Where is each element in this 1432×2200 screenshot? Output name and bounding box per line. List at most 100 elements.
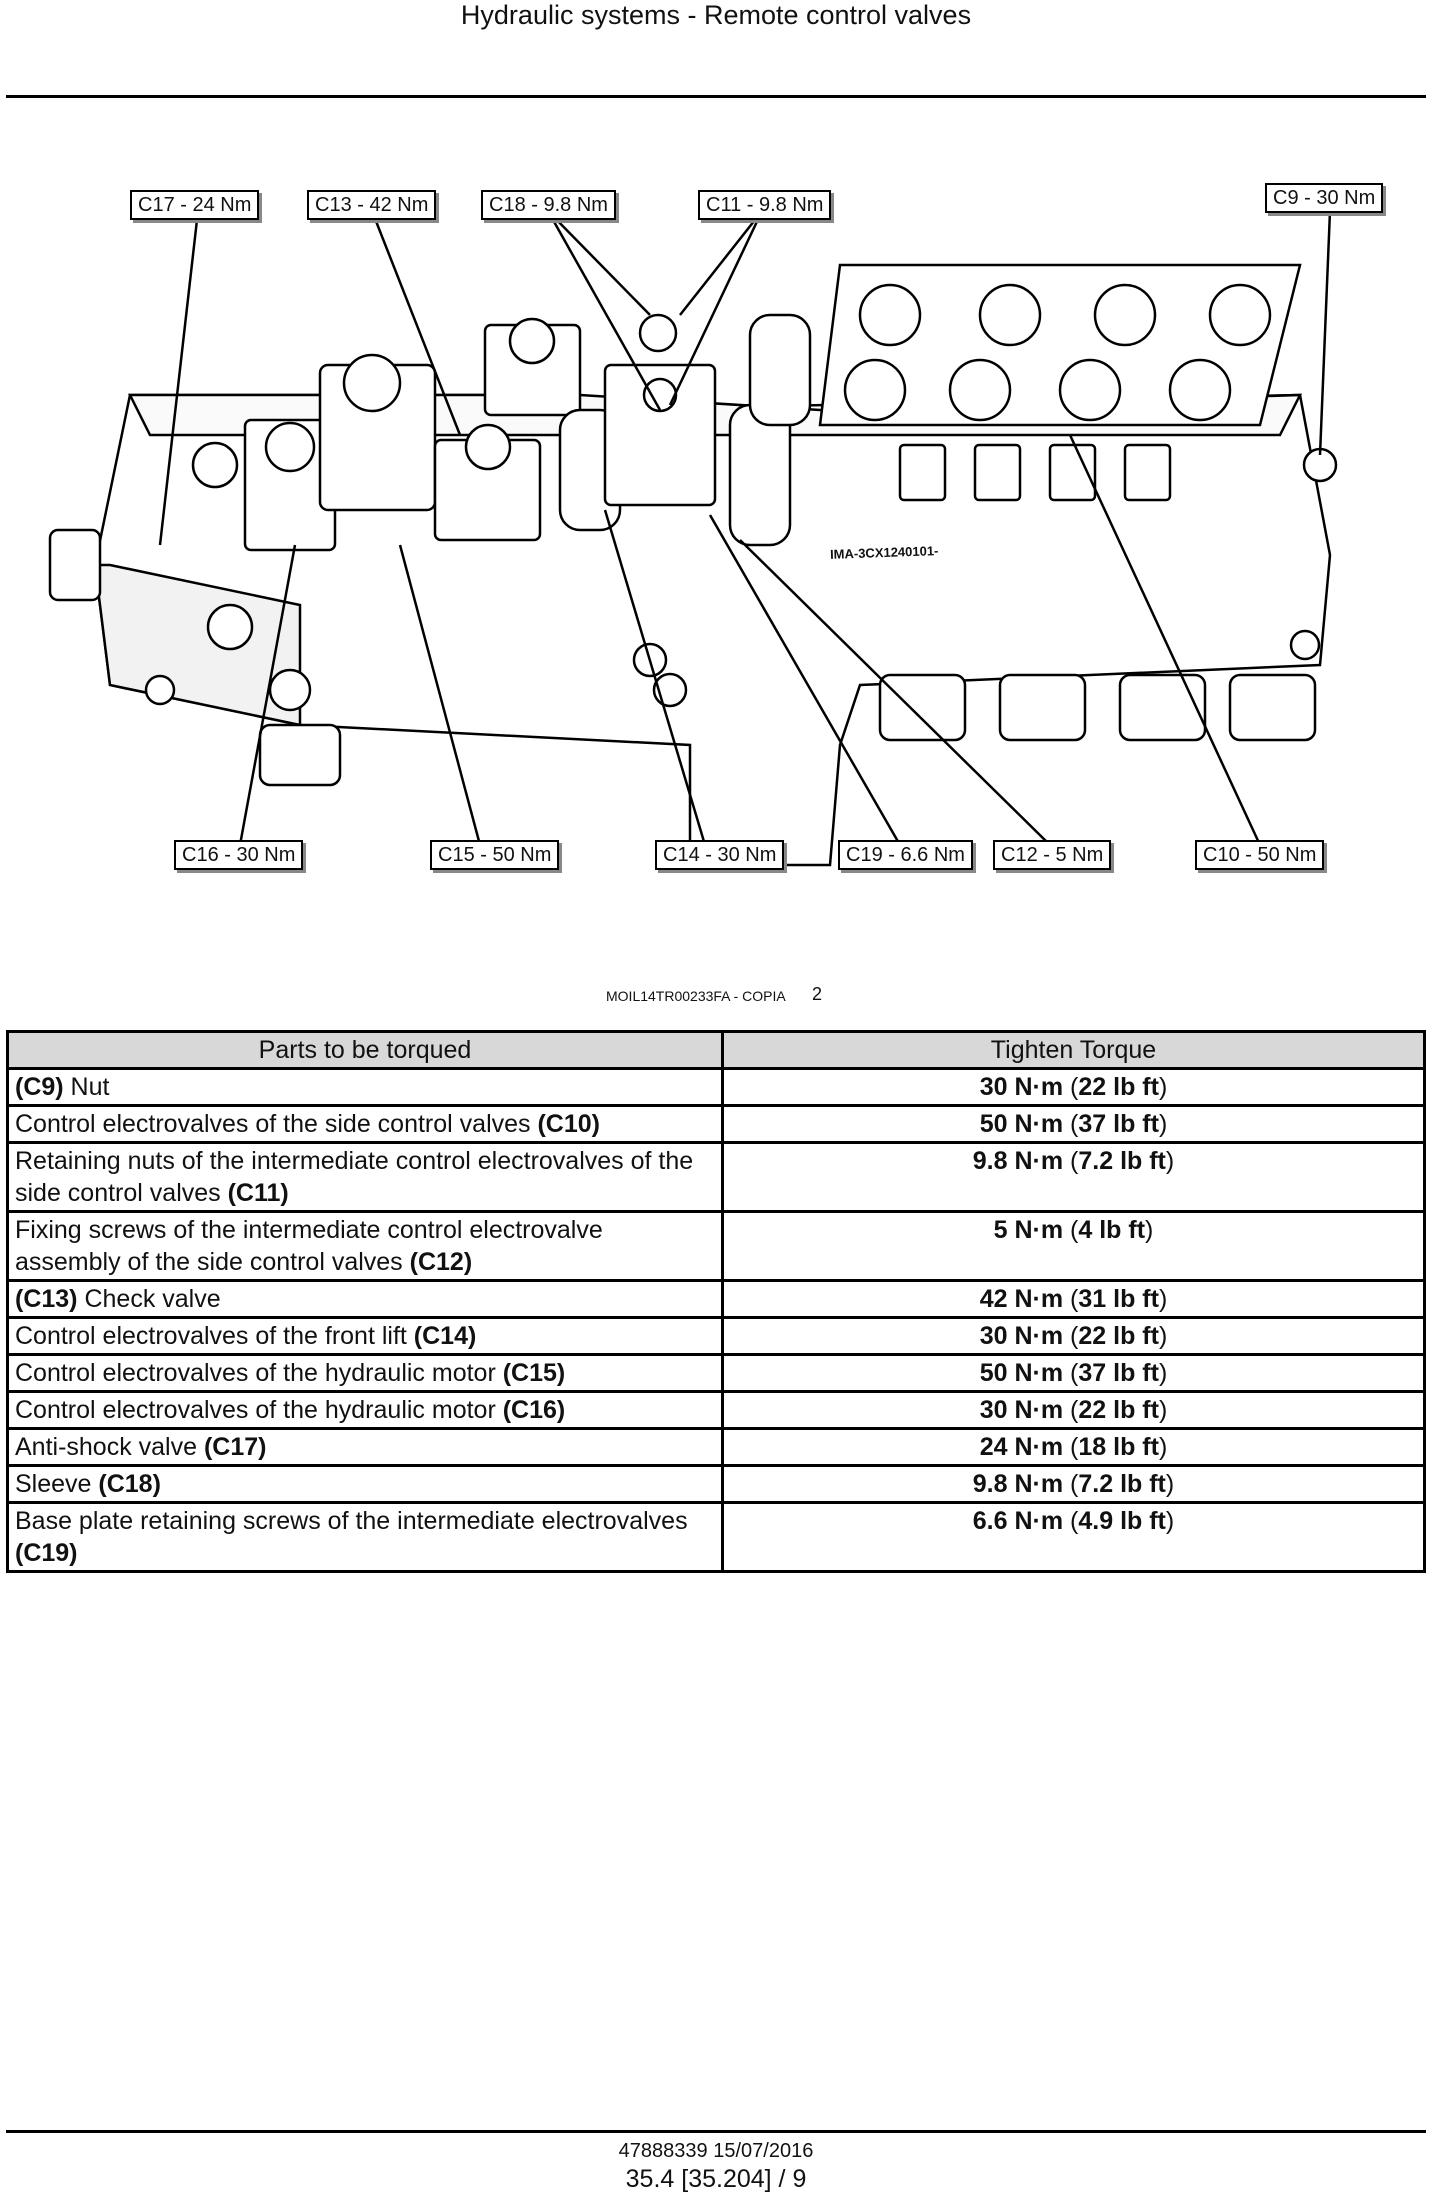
torque-imperial: 22 lb ft — [1078, 1322, 1159, 1350]
part-cell: Control electrovalves of the front lift … — [6, 1316, 724, 1356]
figure-number: 2 — [812, 984, 823, 1004]
part-code: (C10) — [537, 1110, 600, 1138]
part-cell: Control electrovalves of the hydraulic m… — [6, 1353, 724, 1393]
figure-caption: MOIL14TR00233FA - COPIA — [606, 988, 786, 1004]
table-row: Control electrovalves of the hydraulic m… — [6, 1353, 1426, 1393]
torque-imperial: 4.9 lb ft — [1078, 1507, 1166, 1535]
part-code: (C16) — [502, 1396, 566, 1424]
part-cell: Control electrovalves of the hydraulic m… — [6, 1390, 724, 1430]
part-text: Retaining nuts of the intermediate contr… — [15, 1147, 694, 1207]
footer-doc: 47888339 15/07/2016 — [618, 2140, 814, 2162]
part-text: Check valve — [77, 1285, 221, 1313]
part-text: Control electrovalves of the side contro… — [15, 1110, 538, 1138]
part-cell: (C13) Check valve — [6, 1279, 724, 1319]
torque-metric: 50 N·m — [979, 1110, 1064, 1138]
header-torque: Tighten Torque — [721, 1030, 1426, 1070]
table-row: Sleeve (C18)9.8 N·m (7.2 lb ft) — [6, 1464, 1426, 1504]
callout-c15: C15 - 50 Nm — [430, 840, 560, 870]
part-code: (C9) — [15, 1073, 64, 1101]
header-rule — [6, 95, 1426, 98]
torque-cell: 50 N·m (37 lb ft) — [721, 1353, 1426, 1393]
torque-cell: 24 N·m (18 lb ft) — [721, 1427, 1426, 1467]
table-row: Control electrovalves of the front lift … — [6, 1316, 1426, 1356]
torque-cell: 6.6 N·m (4.9 lb ft) — [721, 1501, 1426, 1573]
part-code: (C15) — [502, 1359, 566, 1387]
torque-imperial: 22 lb ft — [1078, 1396, 1159, 1424]
table-row: Retaining nuts of the intermediate contr… — [6, 1141, 1426, 1213]
table-row: Control electrovalves of the hydraulic m… — [6, 1390, 1426, 1430]
part-code: (C12) — [409, 1248, 473, 1276]
table-row: Base plate retaining screws of the inter… — [6, 1501, 1426, 1573]
part-text: Control electrovalves of the hydraulic m… — [15, 1396, 503, 1424]
callout-c19: C19 - 6.6 Nm — [838, 840, 973, 870]
part-cell: Retaining nuts of the intermediate contr… — [6, 1141, 724, 1213]
footer-page: 35.4 [35.204] / 9 — [625, 2165, 807, 2193]
torque-cell: 30 N·m (22 lb ft) — [721, 1316, 1426, 1356]
part-cell: Sleeve (C18) — [6, 1464, 724, 1504]
callout-c17: C17 - 24 Nm — [130, 190, 260, 220]
torque-imperial: 7.2 lb ft — [1078, 1147, 1166, 1175]
callout-c9: C9 - 30 Nm — [1265, 183, 1384, 213]
callout-c11: C11 - 9.8 Nm — [698, 190, 832, 220]
callout-c10: C10 - 50 Nm — [1195, 840, 1325, 870]
part-text: Fixing screws of the intermediate contro… — [15, 1216, 603, 1276]
part-text: Sleeve — [15, 1470, 99, 1498]
part-code: (C17) — [203, 1433, 267, 1461]
torque-metric: 30 N·m — [979, 1322, 1064, 1350]
part-code: (C19) — [15, 1539, 78, 1567]
torque-cell: 30 N·m (22 lb ft) — [721, 1390, 1426, 1430]
header-parts: Parts to be torqued — [6, 1030, 724, 1070]
torque-metric: 30 N·m — [979, 1073, 1064, 1101]
torque-metric: 9.8 N·m — [972, 1147, 1064, 1175]
callout-c12: C12 - 5 Nm — [993, 840, 1112, 870]
torque-table: Parts to be torqued Tighten Torque (C9) … — [6, 1030, 1426, 1573]
part-text: Control electrovalves of the front lift — [15, 1322, 414, 1350]
torque-imperial: 7.2 lb ft — [1078, 1470, 1166, 1498]
part-code: (C14) — [413, 1322, 477, 1350]
table-row: Anti-shock valve (C17)24 N·m (18 lb ft) — [6, 1427, 1426, 1467]
torque-cell: 30 N·m (22 lb ft) — [721, 1067, 1426, 1107]
part-text: Control electrovalves of the hydraulic m… — [15, 1359, 503, 1387]
torque-cell: 9.8 N·m (7.2 lb ft) — [721, 1464, 1426, 1504]
torque-imperial: 4 lb ft — [1078, 1216, 1146, 1244]
table-row: Control electrovalves of the side contro… — [6, 1104, 1426, 1144]
torque-metric: 9.8 N·m — [972, 1470, 1064, 1498]
valve-assembly-figure: C17 - 24 Nm C13 - 42 Nm C18 - 9.8 Nm C11… — [0, 165, 1432, 895]
part-text: Nut — [63, 1073, 110, 1101]
part-cell: Fixing screws of the intermediate contro… — [6, 1210, 724, 1282]
page-header-title: Hydraulic systems - Remote control valve… — [460, 0, 972, 30]
callout-c13: C13 - 42 Nm — [307, 190, 437, 220]
torque-imperial: 18 lb ft — [1078, 1433, 1159, 1461]
torque-imperial: 37 lb ft — [1078, 1110, 1159, 1138]
footer-rule — [6, 2130, 1426, 2133]
torque-imperial: 31 lb ft — [1078, 1285, 1159, 1313]
part-code: (C18) — [98, 1470, 161, 1498]
part-text: Anti-shock valve — [15, 1433, 204, 1461]
torque-cell: 50 N·m (37 lb ft) — [721, 1104, 1426, 1144]
torque-metric: 50 N·m — [979, 1359, 1064, 1387]
part-code: (C11) — [227, 1179, 289, 1207]
table-row: Fixing screws of the intermediate contro… — [6, 1210, 1426, 1282]
torque-cell: 5 N·m (4 lb ft) — [721, 1210, 1426, 1282]
part-cell: Base plate retaining screws of the inter… — [6, 1501, 724, 1573]
part-text: Base plate retaining screws of the inter… — [15, 1507, 688, 1535]
torque-imperial: 22 lb ft — [1078, 1073, 1159, 1101]
torque-cell: 9.8 N·m (7.2 lb ft) — [721, 1141, 1426, 1213]
part-cell: Anti-shock valve (C17) — [6, 1427, 724, 1467]
torque-metric: 5 N·m — [993, 1216, 1064, 1244]
torque-metric: 6.6 N·m — [972, 1507, 1064, 1535]
torque-cell: 42 N·m (31 lb ft) — [721, 1279, 1426, 1319]
callout-c14: C14 - 30 Nm — [655, 840, 785, 870]
callout-c18: C18 - 9.8 Nm — [481, 190, 616, 220]
callout-c16: C16 - 30 Nm — [174, 840, 304, 870]
torque-metric: 24 N·m — [979, 1433, 1064, 1461]
part-code: (C13) — [15, 1285, 78, 1313]
torque-metric: 42 N·m — [979, 1285, 1064, 1313]
valve-assembly-drawing — [48, 210, 1338, 867]
torque-metric: 30 N·m — [979, 1396, 1064, 1424]
part-cell: Control electrovalves of the side contro… — [6, 1104, 724, 1144]
part-cell: (C9) Nut — [6, 1067, 724, 1107]
